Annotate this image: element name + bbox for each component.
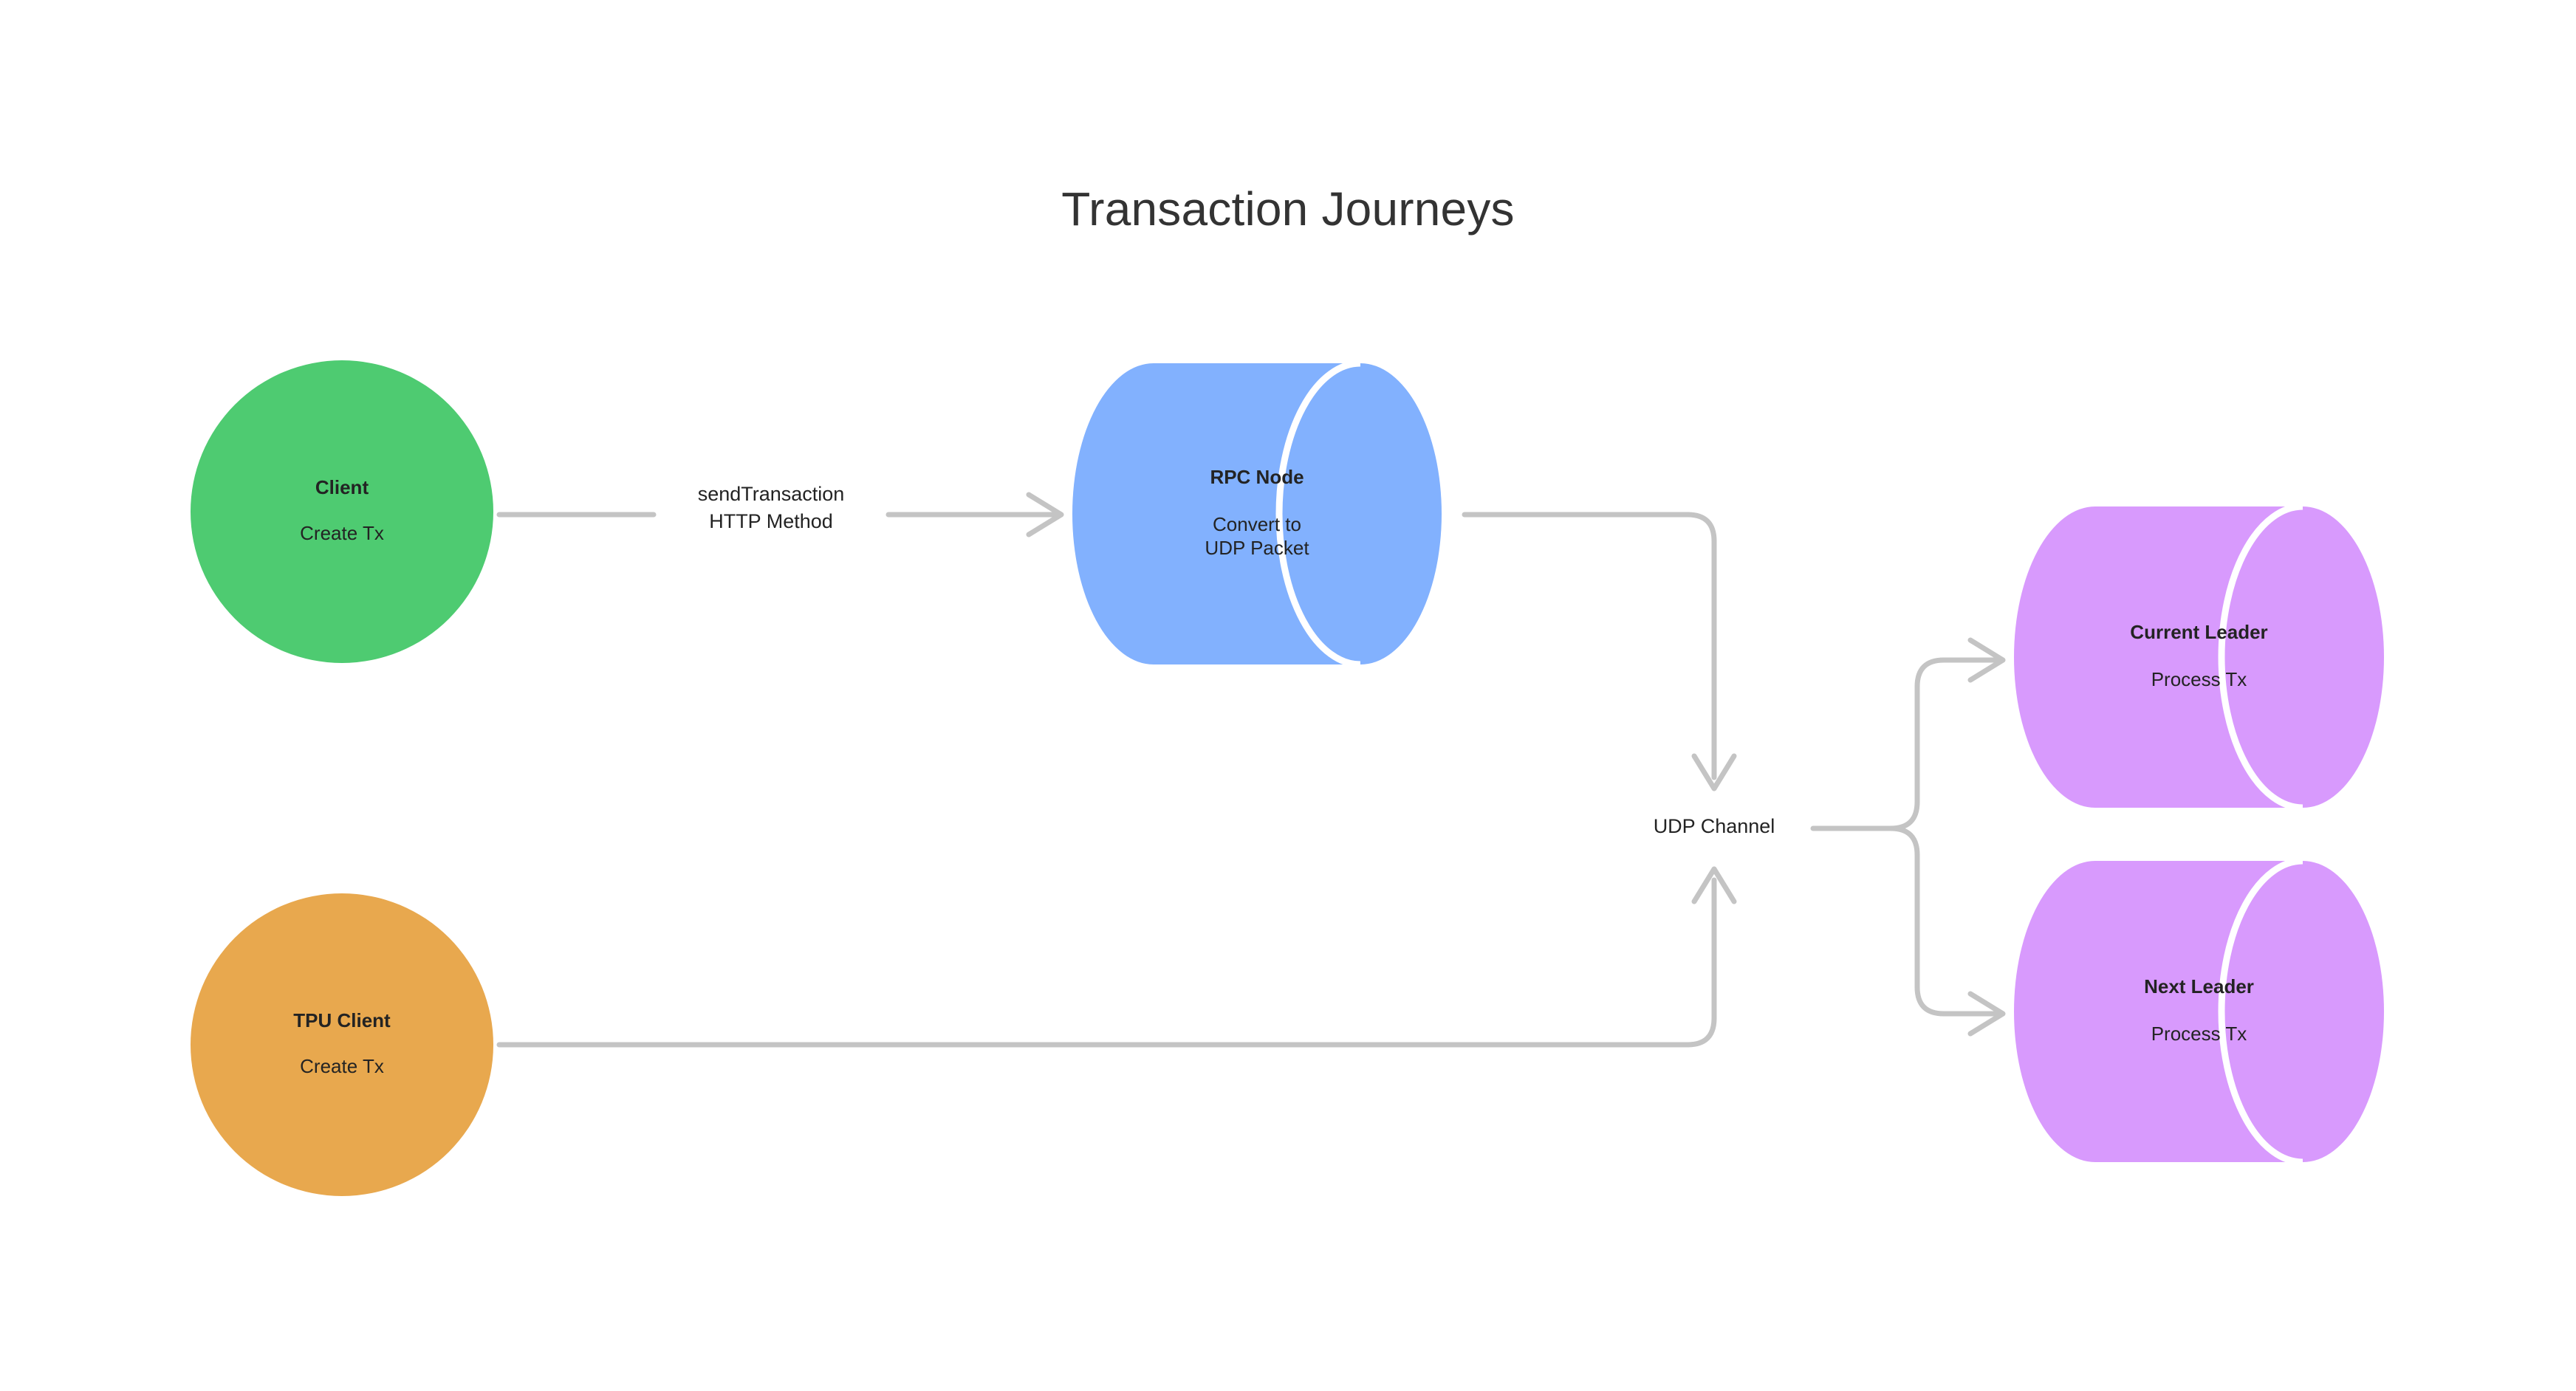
current-leader-cylinder-shape (2014, 503, 2384, 811)
edge-label-send-transaction: sendTransaction HTTP Method (697, 483, 845, 533)
arrowhead-into-next-leader (1967, 991, 2006, 1037)
arrowhead-into-rpc (1026, 492, 1064, 537)
node-tpu-client-subtitle: Create Tx (300, 1055, 384, 1078)
arrowhead-into-udp-channel-bottom (1691, 866, 1737, 904)
node-client[interactable]: Client Create Tx (191, 360, 493, 663)
node-tpu-client-title: TPU Client (293, 1009, 391, 1032)
edge-tpu-to-udp-channel (496, 877, 1717, 1048)
arrowhead-into-udp-channel-top (1691, 753, 1737, 791)
node-next-leader[interactable]: Next Leader Process Tx (2014, 857, 2384, 1166)
edge-udp-channel-to-current-leader (1888, 657, 2004, 831)
node-client-title: Client (315, 476, 369, 499)
node-tpu-client[interactable]: TPU Client Create Tx (191, 893, 493, 1196)
next-leader-cylinder-shape (2014, 857, 2384, 1166)
rpc-node-cylinder-shape (1072, 360, 1442, 668)
node-current-leader[interactable]: Current Leader Process Tx (2014, 503, 2384, 811)
edge-rpc-to-udp-channel (1462, 512, 1717, 780)
node-rpc-node[interactable]: RPC Node Convert to UDP Packet (1072, 360, 1442, 668)
junction-label-udp-channel: UDP Channel (1653, 815, 1775, 837)
page-title: Transaction Journeys (1061, 182, 1515, 236)
arrowhead-into-current-leader (1967, 637, 2006, 683)
node-client-subtitle: Create Tx (300, 522, 384, 545)
edge-udp-channel-to-next-leader (1888, 825, 2004, 1017)
